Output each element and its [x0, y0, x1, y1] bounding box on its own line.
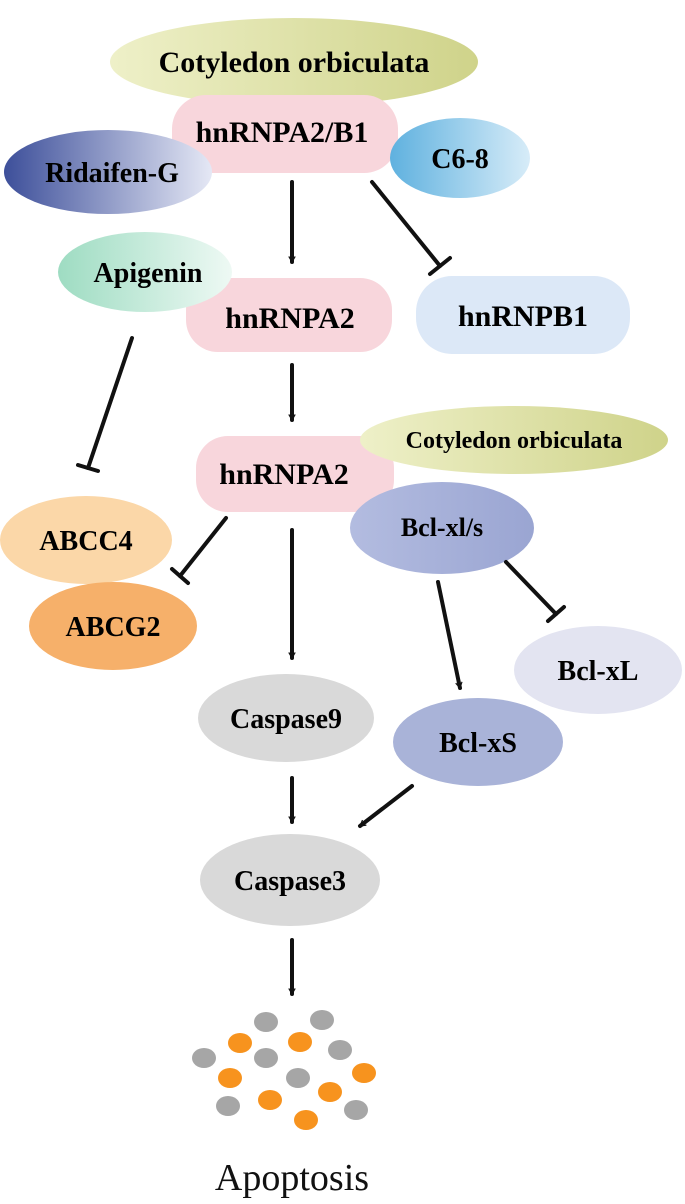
apoptosis-dot [288, 1032, 312, 1052]
apoptosis-dot [218, 1068, 242, 1088]
apoptosis-dot [192, 1048, 216, 1068]
label-apigenin: Apigenin [94, 258, 203, 289]
label-bclxl: Bcl-xL [558, 656, 639, 687]
apoptosis-dot [258, 1090, 282, 1110]
apoptosis-dot [328, 1040, 352, 1060]
label-abcc4: ABCC4 [39, 526, 132, 557]
node-bclxl [514, 626, 682, 714]
label-abcg2: ABCG2 [66, 612, 161, 643]
apoptosis-dot [254, 1048, 278, 1068]
apoptosis-dot [344, 1100, 368, 1120]
edge-bclxs-to-caspase3 [358, 784, 414, 828]
apoptosis-dot [286, 1068, 310, 1088]
edge-hnrnpa2-inhibits-abcg2 [170, 516, 228, 585]
node-hnrnpa2-lower [196, 436, 394, 512]
apoptosis-dot [228, 1033, 252, 1053]
apoptosis-dot [310, 1010, 334, 1030]
edge-bclxls-inhibits-bclxl [504, 560, 566, 623]
apoptosis-dot [318, 1082, 342, 1102]
node-bclxs [393, 698, 563, 786]
apoptosis-dot [352, 1063, 376, 1083]
label-hnrnpb1: hnRNPB1 [458, 300, 588, 333]
label-hnrnpa2b1: hnRNPA2/B1 [196, 116, 369, 149]
node-abcc4 [0, 496, 172, 584]
label-hnrnpa2-lower: hnRNPA2 [219, 458, 348, 491]
node-abcg2 [29, 582, 197, 670]
apoptosis-dot [254, 1012, 278, 1032]
edge-hnrnpa2b1-inhibits-hnrnpb1 [370, 180, 452, 276]
edge-apigenin-inhibits-abcc4 [76, 336, 134, 473]
apoptosis-dot [216, 1096, 240, 1116]
node-bclxls [350, 482, 534, 574]
label-cotyledon-mid: Cotyledon orbiculata [406, 428, 623, 454]
label-caspase3: Caspase3 [234, 866, 346, 897]
node-hnrnpb1 [416, 276, 630, 354]
label-bclxls: Bcl-xl/s [401, 513, 483, 542]
node-caspase3 [200, 834, 380, 926]
label-ridaifen: Ridaifen-G [45, 158, 179, 189]
label-c68: C6-8 [431, 144, 489, 175]
label-apoptosis: Apoptosis [215, 1157, 369, 1199]
edge-bclxls-to-bclxs [436, 580, 463, 690]
apoptosis-dot [294, 1110, 318, 1130]
node-caspase9 [198, 674, 374, 762]
node-hnrnpa2-upper [186, 278, 392, 352]
node-cotyledon-top [110, 18, 478, 106]
label-bclxs: Bcl-xS [439, 728, 517, 759]
node-c68 [390, 118, 530, 198]
node-cotyledon-mid [360, 406, 668, 474]
label-hnrnpa2-upper: hnRNPA2 [225, 302, 354, 335]
label-cotyledon-top: Cotyledon orbiculata [159, 46, 430, 79]
node-apigenin [58, 232, 232, 312]
apoptosis-icon [192, 1010, 376, 1130]
node-hnrnpa2b1 [172, 95, 398, 173]
node-ridaifen [4, 130, 212, 214]
label-caspase9: Caspase9 [230, 704, 342, 735]
